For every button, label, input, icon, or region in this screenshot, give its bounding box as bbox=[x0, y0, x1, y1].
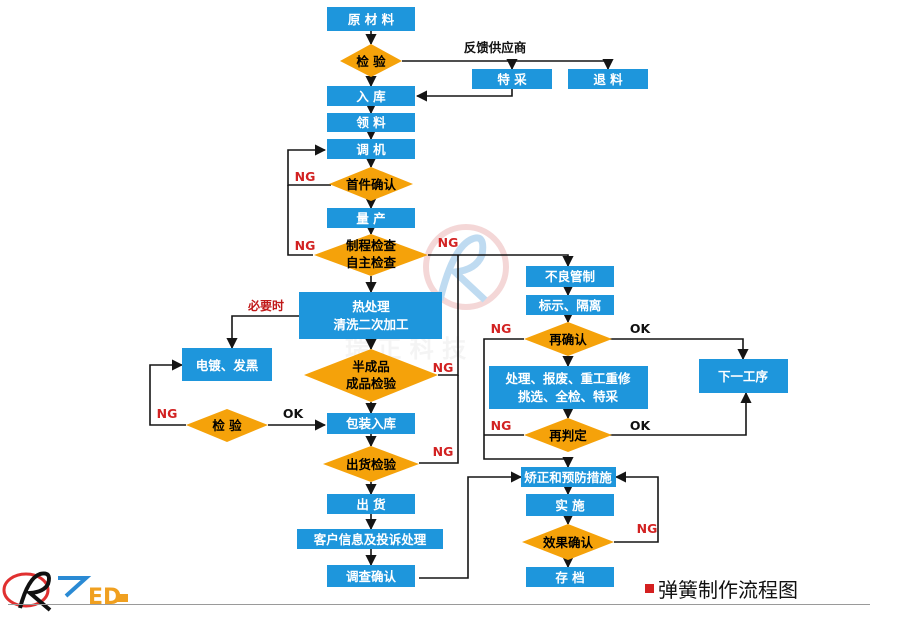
feedback-supplier-label: 反馈供应商 bbox=[464, 40, 527, 55]
node-label: 检 验 bbox=[356, 54, 386, 69]
node-effect-confirm: 效果确认 bbox=[522, 524, 614, 560]
node-shipping-check: 出货检验 bbox=[323, 446, 419, 482]
node-rejudge: 再判定 bbox=[524, 418, 612, 452]
node-label: 存 档 bbox=[554, 570, 584, 585]
node-label: 出 货 bbox=[356, 497, 386, 512]
node-inspection-2: 检 验 bbox=[186, 409, 268, 442]
node-label: 再确认 bbox=[549, 332, 587, 347]
node-plating: 电镀、发黑 bbox=[182, 348, 272, 381]
node-investigate: 调查确认 bbox=[327, 565, 415, 587]
node-heat-treatment: 热处理 清洗二次加工 bbox=[299, 292, 442, 339]
node-label-line1: 半成品 bbox=[352, 359, 390, 374]
node-inspection-1: 检 验 bbox=[340, 44, 402, 77]
node-label-line2: 成品检验 bbox=[346, 376, 397, 391]
node-implement: 实 施 bbox=[526, 494, 614, 516]
ng-label-semi-finished: NG bbox=[433, 360, 454, 375]
node-label: 客户信息及投诉处理 bbox=[313, 532, 427, 547]
node-material-pick: 领 料 bbox=[327, 113, 415, 132]
svg-text:ED: ED bbox=[88, 585, 121, 610]
node-label: 电镀、发黑 bbox=[196, 358, 259, 373]
node-process-check: 制程检查 自主检查 bbox=[314, 234, 428, 276]
node-archive: 存 档 bbox=[526, 567, 614, 587]
ng-label-first-article: NG bbox=[295, 169, 316, 184]
node-label-line2: 挑选、全检、特采 bbox=[518, 389, 619, 404]
when-needed-label: 必要时 bbox=[247, 298, 284, 313]
ok-label-reconfirm: OK bbox=[630, 321, 652, 336]
node-label: 效果确认 bbox=[543, 535, 594, 550]
node-label: 包装入库 bbox=[345, 416, 397, 431]
node-label: 下一工序 bbox=[718, 369, 769, 384]
node-label: 再判定 bbox=[549, 428, 587, 443]
node-label: 入 库 bbox=[356, 89, 386, 104]
node-raw-material: 原 材 料 bbox=[327, 7, 415, 31]
node-label: 量 产 bbox=[356, 211, 385, 226]
ng-label-shipping-check: NG bbox=[433, 444, 454, 459]
node-label: 检 验 bbox=[212, 418, 242, 433]
node-ship: 出 货 bbox=[327, 494, 415, 514]
node-label-line2: 清洗二次加工 bbox=[333, 317, 409, 332]
ok-label-inspection-2: OK bbox=[283, 406, 305, 421]
node-label: 不良管制 bbox=[545, 269, 595, 284]
node-corrective-action: 矫正和预防措施 bbox=[521, 467, 616, 487]
title-bullet bbox=[645, 583, 654, 593]
company-logo: ED bbox=[2, 571, 128, 612]
node-semi-finished-check: 半成品 成品检验 bbox=[304, 349, 438, 402]
node-label: 领 料 bbox=[356, 115, 386, 130]
diagram-title: 弹簧制作流程图 bbox=[645, 575, 798, 602]
node-machine-setup: 调 机 bbox=[327, 139, 415, 159]
ok-label-rejudge: OK bbox=[630, 418, 652, 433]
ng-label-inspection-2: NG bbox=[157, 406, 178, 421]
node-label: 原 材 料 bbox=[348, 12, 395, 27]
node-reconfirm: 再确认 bbox=[524, 322, 612, 356]
node-label-line1: 处理、报废、重工重修 bbox=[504, 371, 631, 386]
node-warehouse-in: 入 库 bbox=[327, 86, 415, 106]
node-pack-warehouse: 包装入库 bbox=[327, 413, 415, 434]
node-label: 出货检验 bbox=[346, 457, 397, 472]
node-first-article: 首件确认 bbox=[329, 167, 413, 201]
node-label: 标示、隔离 bbox=[538, 298, 602, 313]
connectors bbox=[149, 31, 752, 579]
node-label-line1: 制程检查 bbox=[346, 238, 397, 253]
node-label-line2: 自主检查 bbox=[346, 255, 397, 270]
node-label: 矫正和预防措施 bbox=[524, 470, 612, 485]
node-label: 调查确认 bbox=[346, 569, 397, 584]
node-mark-isolate: 标示、隔离 bbox=[526, 295, 614, 315]
node-label-line1: 热处理 bbox=[352, 299, 390, 314]
node-label: 首件确认 bbox=[346, 177, 397, 192]
ng-label-reconfirm: NG bbox=[491, 321, 512, 336]
node-label: 实 施 bbox=[555, 498, 585, 513]
node-return-material: 退 料 bbox=[568, 69, 648, 89]
node-label: 退 料 bbox=[593, 72, 623, 87]
node-mass-production: 量 产 bbox=[327, 208, 415, 228]
title-text: 弹簧制作流程图 bbox=[658, 577, 798, 602]
node-next-process: 下一工序 bbox=[699, 359, 788, 393]
node-customer-complaint: 客户信息及投诉处理 bbox=[297, 529, 443, 549]
node-label: 特 采 bbox=[497, 72, 527, 87]
ng-label-process-check-right: NG bbox=[438, 235, 459, 250]
ng-label-effect-confirm: NG bbox=[637, 521, 658, 536]
node-label: 调 机 bbox=[356, 142, 386, 157]
bottom-divider bbox=[8, 604, 870, 605]
node-handling: 处理、报废、重工重修 挑选、全检、特采 bbox=[489, 366, 648, 409]
ng-label-rejudge: NG bbox=[491, 418, 512, 433]
node-special-accept: 特 采 bbox=[472, 69, 552, 89]
node-defect-control: 不良管制 bbox=[526, 266, 614, 287]
ng-label-process-check-left: NG bbox=[295, 238, 316, 253]
